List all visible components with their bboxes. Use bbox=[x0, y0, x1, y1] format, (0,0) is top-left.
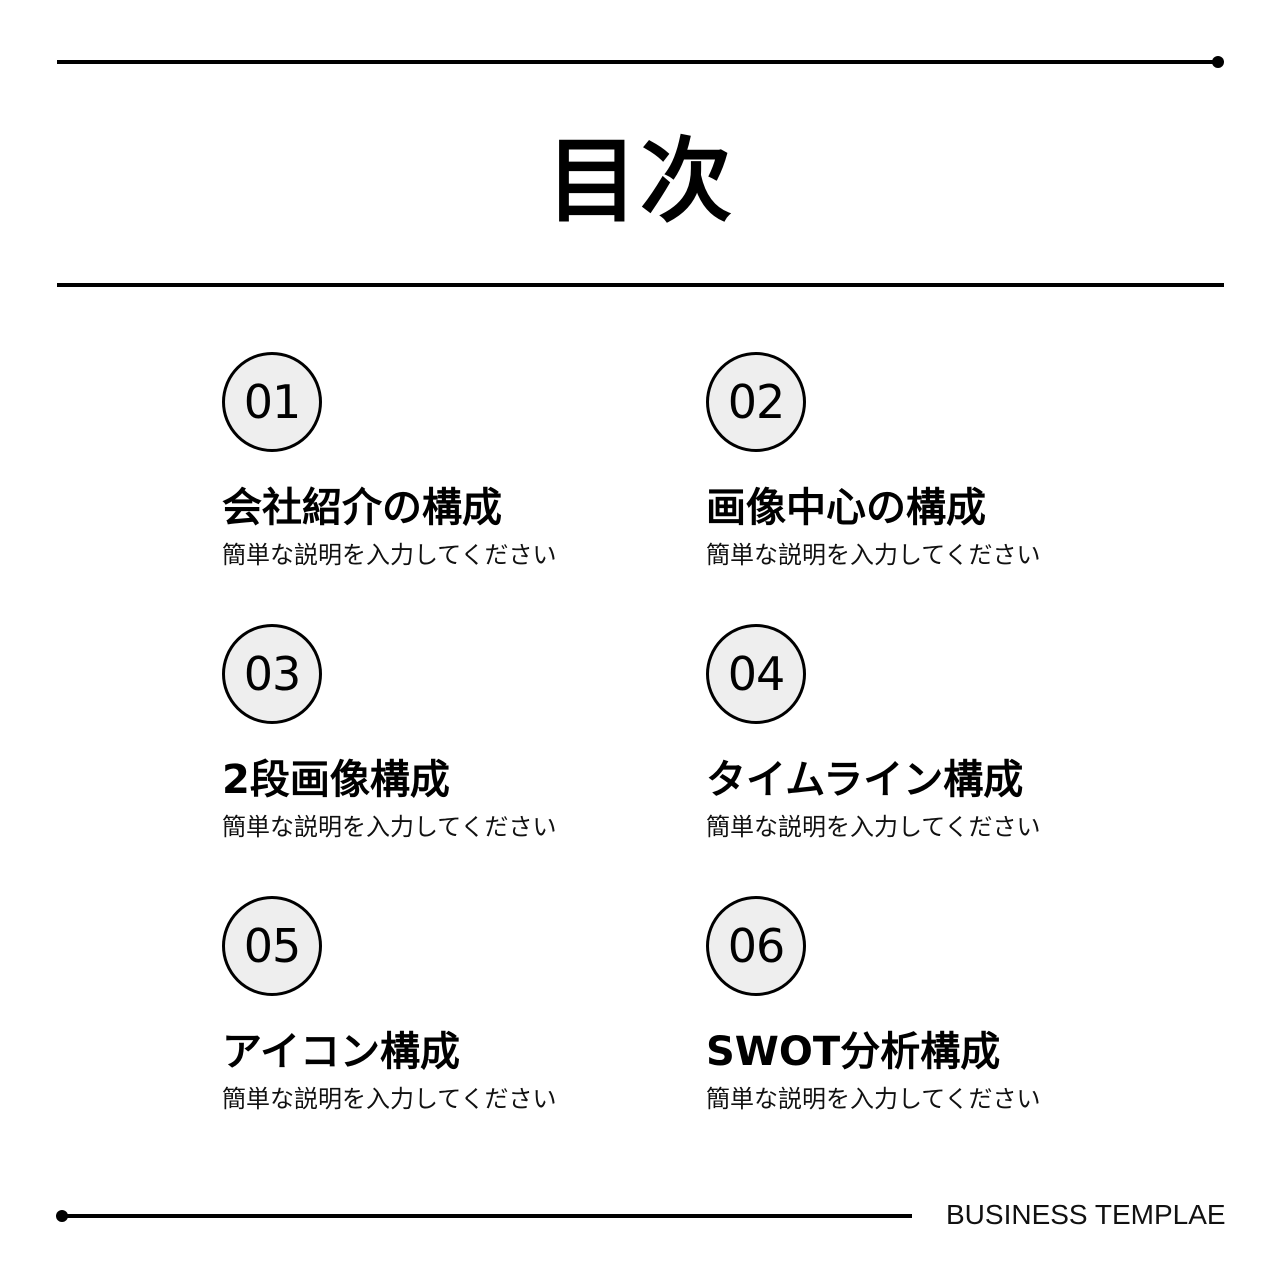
toc-item-03: 03 2段画像構成 簡単な説明を入力してください bbox=[222, 624, 642, 864]
item-description: 簡単な説明を入力してください bbox=[706, 813, 1041, 841]
page-title: 目次 bbox=[545, 128, 734, 235]
number-badge: 03 bbox=[222, 624, 322, 724]
toc-item-05: 05 アイコン構成 簡単な説明を入力してください bbox=[222, 896, 642, 1136]
item-description: 簡単な説明を入力してください bbox=[222, 1085, 557, 1113]
item-description: 簡単な説明を入力してください bbox=[222, 813, 557, 841]
number-badge: 06 bbox=[706, 896, 806, 996]
item-title: タイムライン構成 bbox=[706, 757, 1024, 803]
number-badge: 04 bbox=[706, 624, 806, 724]
toc-item-06: 06 SWOT分析構成 簡単な説明を入力してください bbox=[706, 896, 1126, 1136]
number-badge: 05 bbox=[222, 896, 322, 996]
item-title: 会社紹介の構成 bbox=[222, 485, 502, 531]
item-title: SWOT分析構成 bbox=[706, 1029, 1001, 1075]
top-divider-line bbox=[57, 60, 1217, 64]
top-divider-dot bbox=[1212, 56, 1224, 68]
item-title: 画像中心の構成 bbox=[706, 485, 986, 531]
number-badge: 02 bbox=[706, 352, 806, 452]
item-title: 2段画像構成 bbox=[222, 757, 450, 803]
footer-label: BUSINESS TEMPLAE bbox=[946, 1199, 1226, 1230]
bottom-divider-line bbox=[62, 1214, 912, 1218]
number-badge: 01 bbox=[222, 352, 322, 452]
item-description: 簡単な説明を入力してください bbox=[706, 1085, 1041, 1113]
item-description: 簡単な説明を入力してください bbox=[222, 541, 557, 569]
toc-item-01: 01 会社紹介の構成 簡単な説明を入力してください bbox=[222, 352, 642, 592]
toc-item-04: 04 タイムライン構成 簡単な説明を入力してください bbox=[706, 624, 1126, 864]
title-divider-line bbox=[57, 283, 1224, 287]
item-title: アイコン構成 bbox=[222, 1029, 460, 1075]
item-description: 簡単な説明を入力してください bbox=[706, 541, 1041, 569]
toc-item-02: 02 画像中心の構成 簡単な説明を入力してください bbox=[706, 352, 1126, 592]
